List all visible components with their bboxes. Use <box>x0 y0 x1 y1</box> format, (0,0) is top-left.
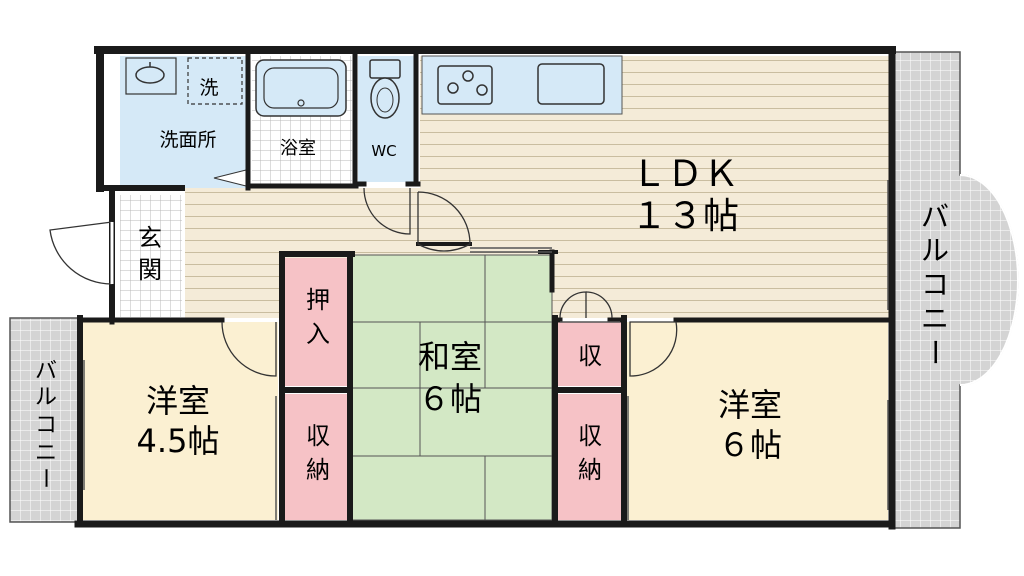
sliding-doors <box>83 180 889 520</box>
western-right-label: 洋室 <box>718 386 782 424</box>
oshiire-floor <box>285 258 347 386</box>
western-left-size-label: 4.5帖 <box>137 422 220 460</box>
western-right-size-label: ６帖 <box>718 426 782 464</box>
entrance-label-2: 関 <box>138 256 162 284</box>
balcony-left-char: ニ <box>35 441 57 466</box>
storage-left-label-2: 納 <box>306 456 330 484</box>
entrance-floor <box>120 195 182 317</box>
balcony-right-char: ニ <box>921 302 949 335</box>
washroom-label: 洗面所 <box>159 129 216 151</box>
balcony-left-label: バ ル コ ニ ー <box>32 359 57 489</box>
washer-label: 洗 <box>199 77 218 99</box>
oshiire-label-2: 入 <box>306 320 330 348</box>
toilet-label: WC <box>371 142 396 160</box>
entrance-label-1: 玄 <box>138 224 162 252</box>
balcony-right-char: ル <box>921 234 949 267</box>
ldk-size-label: １３帖 <box>631 196 739 237</box>
tatami-area <box>351 254 553 521</box>
washbasin-icon <box>125 57 177 95</box>
japanese-room-size-label: ６帖 <box>418 380 482 418</box>
bathroom-label: 浴室 <box>280 138 316 159</box>
balcony-right-label: バ ル コ ニ ー <box>918 200 951 366</box>
balcony-right-char: バ <box>921 200 949 233</box>
storage-right-label-2: 納 <box>578 456 602 484</box>
western-left-floor <box>82 322 278 520</box>
door-swings <box>49 187 678 377</box>
balcony-left-char: コ <box>35 413 57 438</box>
balcony-left-char: ル <box>35 385 57 410</box>
storage-left-floor <box>285 394 347 520</box>
balcony-right-char: コ <box>921 268 949 301</box>
balcony-right-area <box>891 51 1019 529</box>
stove-icon <box>437 65 493 105</box>
japanese-room-label: 和室 <box>418 338 482 376</box>
kitchen-sink-icon <box>537 63 605 105</box>
balcony-left-char: ー <box>32 467 57 489</box>
toilet-icon <box>369 59 401 119</box>
ldk-label: ＬＤＫ <box>631 154 739 195</box>
drain-icon <box>297 99 305 107</box>
storage-small-floor <box>558 322 622 386</box>
storage-small-label: 収 <box>578 342 602 370</box>
storage-right-floor <box>558 394 622 520</box>
bathtub-inner <box>263 67 339 109</box>
washing-machine-space <box>187 57 243 105</box>
balcony-left-char: バ <box>35 359 57 384</box>
oshiire-label-1: 押 <box>306 286 330 314</box>
storage-left-label-1: 収 <box>306 422 330 450</box>
walls <box>74 46 896 530</box>
balcony-right-char: ー <box>918 338 951 366</box>
storage-right-label-1: 収 <box>578 422 602 450</box>
western-left-label: 洋室 <box>146 382 210 420</box>
balcony-left-area <box>9 317 81 523</box>
